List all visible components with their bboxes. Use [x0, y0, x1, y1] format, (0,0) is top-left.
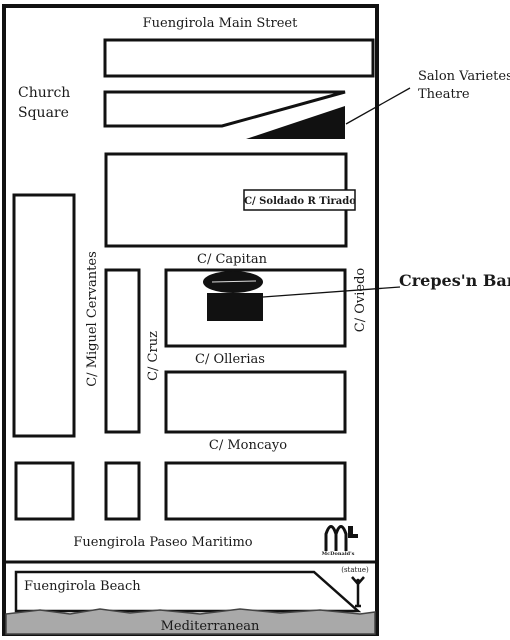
paseo-maritimo-label: Fuengirola Paseo Maritimo	[73, 535, 252, 550]
statue-icon	[351, 576, 365, 608]
theatre-building	[246, 106, 345, 139]
block-theatre	[103, 90, 346, 128]
main-street-label: Fuengirola Main Street	[143, 16, 298, 31]
sea-area	[5, 608, 376, 635]
moncayo-label: C/ Moncayo	[209, 438, 287, 453]
crepes-label: Crepes'n Bar	[399, 271, 510, 290]
ollerias-label: C/ Ollerias	[195, 352, 265, 367]
miguel-cervantes-label: C/ Miguel Cervantes	[85, 251, 100, 387]
block-narrow-middle	[104, 268, 141, 434]
oviedo-label: C/ Oviedo	[353, 268, 368, 333]
block-ollerias	[164, 370, 347, 434]
soldado-sign	[243, 189, 356, 211]
mcdonalds-logo: McDonald's	[322, 525, 358, 557]
crepes-building	[207, 293, 263, 321]
block-top	[103, 38, 375, 78]
statue-head-icon	[355, 578, 361, 584]
church-square-label-1: Church	[18, 85, 70, 101]
statue-label: (statue)	[341, 566, 369, 574]
mcdonalds-label: McDonald's	[322, 551, 355, 557]
salon-varietes-label-2: Theatre	[418, 87, 470, 102]
beach-label: Fuengirola Beach	[24, 579, 141, 594]
church-square-label-2: Square	[18, 105, 69, 121]
cruz-label: C/ Cruz	[146, 331, 161, 381]
sea-label: Mediterranean	[161, 619, 260, 634]
beach-area	[14, 570, 362, 613]
block-bottom-right	[164, 461, 347, 521]
crepes-leader-line	[262, 286, 401, 298]
block-left-tall	[12, 193, 76, 438]
capitan-label: C/ Capitan	[197, 252, 268, 267]
mcdonalds-figure-icon	[348, 526, 358, 538]
mcdonalds-arches-icon	[324, 525, 348, 551]
salon-leader-line	[345, 87, 411, 125]
block-bottom-left	[14, 461, 75, 521]
salon-varietes-label-1: Salon Varietes	[418, 69, 510, 84]
soldado-label: C/ Soldado R Tirado	[244, 196, 356, 207]
crepes-awning-detail	[211, 280, 257, 283]
block-bottom-middle	[104, 461, 141, 521]
